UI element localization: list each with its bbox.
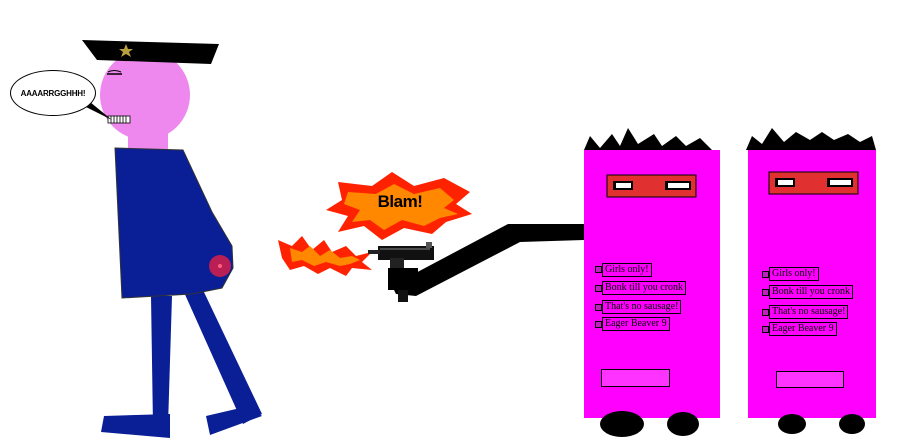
robot-1-menu-item-2[interactable]: Bonk till you cronk [602,281,687,295]
officer-badge-dot [218,264,222,268]
robot-1-bullet [595,285,602,292]
robot-1-menu-item-3[interactable]: That's no sausage! [602,300,682,314]
officer-left-leg [151,296,172,426]
robot-2-menu-item-4[interactable]: Eager Beaver 9 [769,322,837,336]
robot-1-bullet [595,304,602,311]
smg-gun [368,242,434,302]
robot-2-bullet [762,289,769,296]
robot-1-visor [606,174,697,198]
officer-teeth [107,115,131,124]
robot-2-wheel-left [778,414,806,434]
robot-2-menu-item-3[interactable]: That's no sausage! [769,305,849,319]
robot-1-wheel-left [600,411,644,437]
robot-2-bullet [762,271,769,278]
robot-2-menu-item-1[interactable]: Girls only! [769,267,819,281]
officer-right-shoe [206,406,262,435]
blam-explosion-inner [344,184,458,230]
hat-star-icon [119,44,133,57]
robot-2-menu-item-2[interactable]: Bonk till you cronk [769,285,854,299]
robot-1-hair [584,128,712,150]
officer-torso [114,147,234,299]
robot-1-bullet [595,321,602,328]
robot-2-visor [768,171,859,195]
robot-1-input-slot[interactable] [601,369,670,387]
robot-arm [392,224,584,296]
robot-1-menu-item-4[interactable]: Eager Beaver 9 [602,317,670,331]
speech-bubble: AAAARRGGHHH! [10,70,96,116]
officer-left-shoe [101,414,170,438]
muzzle-flame-inner [290,246,360,266]
robot-1-menu-item-1[interactable]: Girls only! [602,263,652,277]
officer-neck [128,130,168,152]
robot-1-wheel-right [667,412,699,436]
robot-2-wheel-right [839,414,865,434]
robot-2-bullet [762,326,769,333]
robot-2-input-slot[interactable] [776,371,844,388]
robot-1-bullet [595,266,602,273]
robot-2-bullet [762,309,769,316]
speech-text: AAAARRGGHHH! [20,88,86,98]
officer-right-leg [183,290,262,424]
robot-2-hair [746,128,876,150]
speech-pointer [80,102,112,120]
blam-text: Blam! [377,192,423,211]
officer-hat [82,40,219,64]
